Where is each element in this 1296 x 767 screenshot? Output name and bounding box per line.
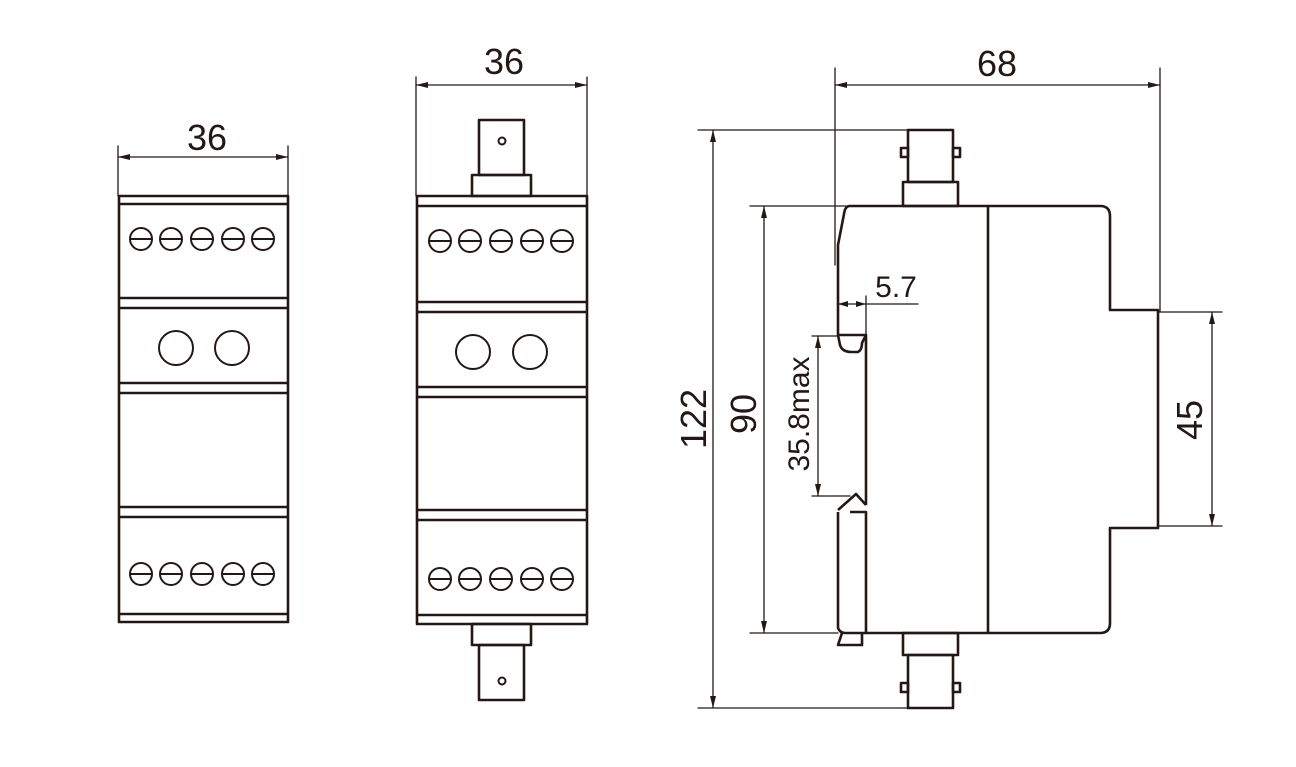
total-height-dimension: 122 (673, 129, 909, 709)
front-indicator-right (214, 330, 250, 366)
front-width-dimension: 36 (117, 117, 289, 197)
mid-width-label: 36 (484, 41, 524, 82)
rail-width-dimension: 35.8max (783, 335, 851, 497)
connector-view: 36 (415, 41, 589, 702)
mid-top-terminal-screws (428, 229, 574, 253)
mid-width-dimension: 36 (415, 41, 588, 197)
clip-offset-dimension: 5.7 (837, 271, 919, 336)
clip-offset-label: 5.7 (875, 271, 917, 304)
step-height-label: 45 (1169, 400, 1210, 440)
step-height-dimension: 45 (1157, 311, 1223, 527)
mid-bottom-terminal-screws (428, 567, 574, 591)
depth-dimension: 68 (834, 43, 1161, 313)
front-top-terminal-screws (129, 227, 275, 251)
front-width-label: 36 (187, 117, 227, 158)
body-height-label: 90 (723, 394, 764, 434)
front-bottom-terminal-screws (129, 562, 275, 586)
side-view: 68 122 (673, 43, 1223, 710)
front-indicator-left (158, 330, 194, 366)
front-view: 36 (117, 117, 290, 624)
body-height-dimension: 90 (723, 205, 851, 634)
depth-label: 68 (977, 43, 1017, 84)
mid-indicator-left (455, 334, 491, 370)
mid-indicator-right (512, 334, 548, 370)
total-height-label: 122 (673, 389, 714, 449)
rail-width-label: 35.8max (783, 356, 816, 471)
